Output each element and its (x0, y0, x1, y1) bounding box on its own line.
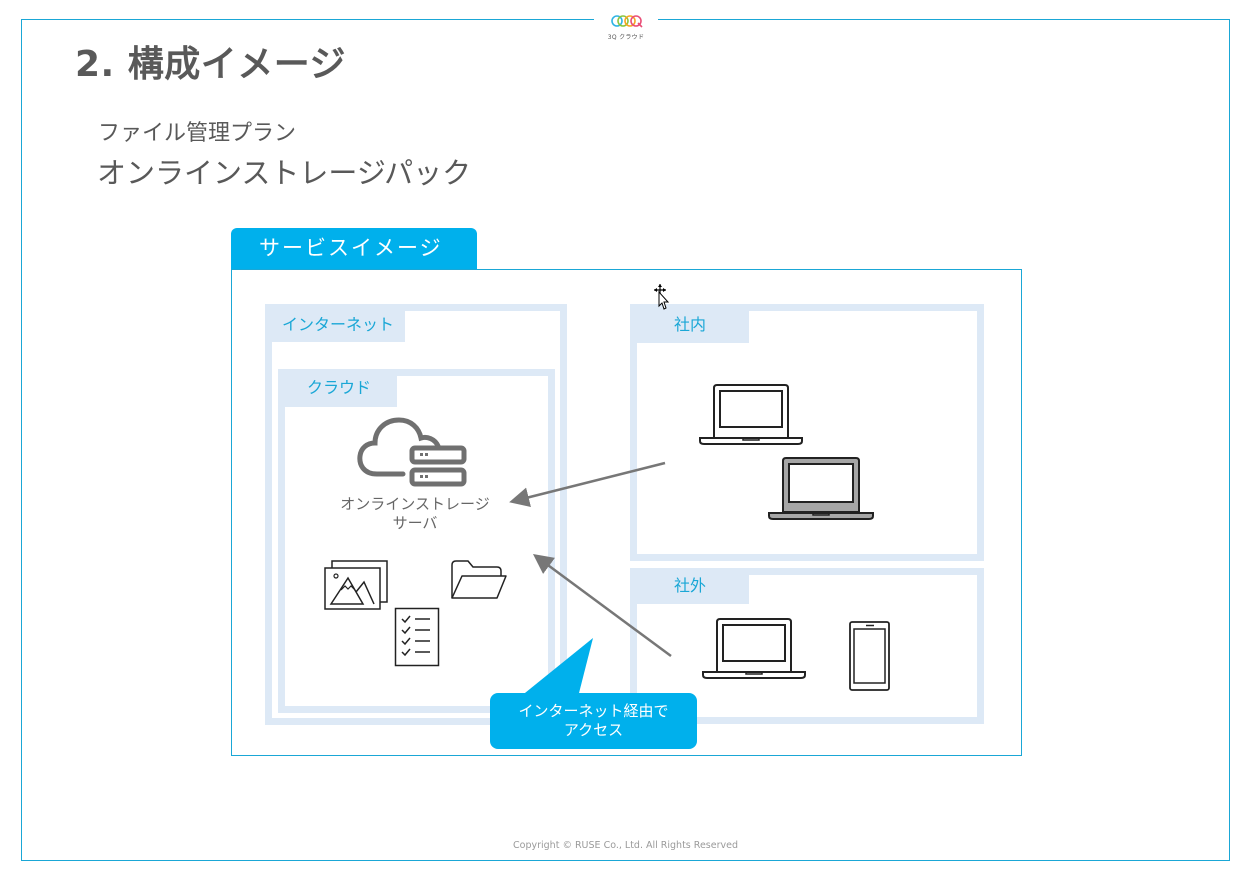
callout-internet-access: インターネット経由で アクセス (490, 693, 697, 749)
callout-line2: アクセス (563, 721, 624, 739)
zone-internet-label: インターネット (272, 311, 405, 342)
folder-icon (451, 560, 507, 599)
service-image-tab: サービスイメージ (231, 228, 477, 270)
zone-cloud-label: クラウド (285, 376, 397, 407)
server-label-line2: サーバ (392, 514, 438, 532)
logo-text: 3Q クラウド (607, 34, 645, 41)
laptop-icon (768, 457, 874, 520)
server-label-line1: オンラインストレージ (340, 495, 490, 513)
zone-outside-label: 社外 (637, 575, 749, 604)
plan-label: ファイル管理プラン (98, 121, 297, 146)
logo-gap (594, 12, 658, 28)
checklist-icon (394, 607, 440, 667)
copyright: Copyright © RUSE Co., Ltd. All Rights Re… (513, 840, 738, 851)
plan-name: オンラインストレージパック (97, 156, 472, 190)
callout-line1: インターネット経由で (518, 702, 669, 720)
smartphone-icon (849, 621, 890, 691)
server-label: オンラインストレージ サーバ (330, 495, 500, 533)
zone-office-label: 社内 (637, 311, 749, 343)
logo-rings-icon (611, 15, 643, 28)
service-image-panel (231, 269, 1022, 756)
laptop-icon (702, 618, 806, 679)
move-cursor-icon (654, 284, 670, 310)
page-title: 2. 構成イメージ (75, 44, 347, 85)
arrow-outside-to-storage (532, 554, 672, 658)
arrow-office-to-server (509, 461, 666, 508)
cloud-server-icon (357, 417, 467, 487)
callout-pointer (520, 638, 593, 697)
laptop-icon (699, 384, 803, 445)
images-icon (324, 560, 388, 610)
logo: 3Q クラウド (600, 12, 652, 42)
